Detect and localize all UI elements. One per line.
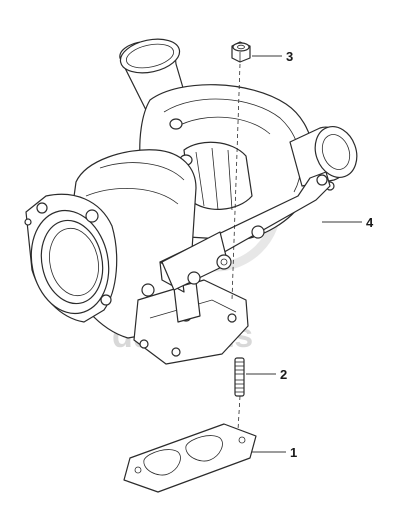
assembly-axis-line	[231, 63, 241, 301]
callout-1: 1	[252, 445, 297, 460]
gasket	[123, 423, 257, 493]
callout-4: 4	[322, 215, 374, 230]
turbocharger-body	[24, 38, 358, 365]
callout-number-1: 1	[290, 445, 297, 460]
stud	[234, 357, 245, 397]
callout-number-2: 2	[280, 367, 287, 382]
callout-3: 3	[252, 49, 293, 64]
support-bracket	[159, 171, 331, 293]
callout-number-3: 3	[286, 49, 293, 64]
nut	[231, 41, 251, 63]
callout-number-4: 4	[366, 215, 374, 230]
callout-2: 2	[246, 367, 287, 382]
stud-axis-line	[237, 395, 241, 431]
